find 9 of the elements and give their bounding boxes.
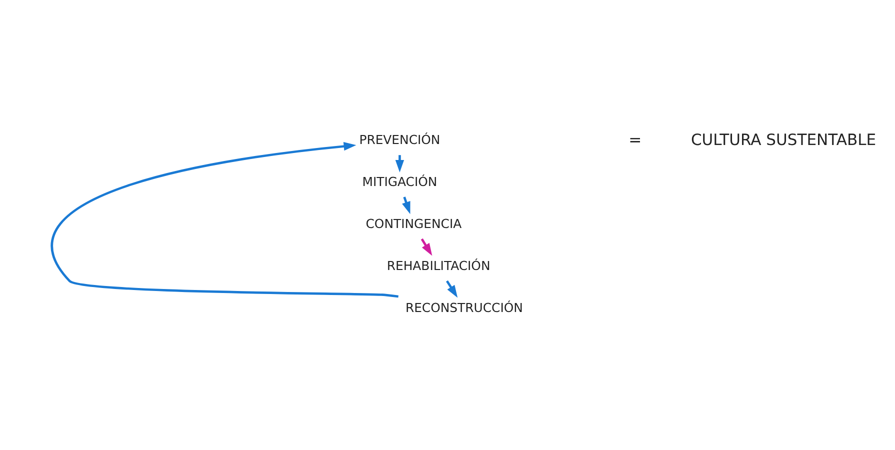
- label: =: [628, 130, 642, 149]
- node-text: CONTINGENCIA: [366, 216, 462, 231]
- node-text: REHABILITACIÓN: [386, 258, 490, 273]
- node-text: RECONSTRUCCIÓN: [405, 300, 523, 315]
- node-text: PREVENCIÓN: [359, 132, 440, 148]
- arrow: [395, 155, 404, 172]
- arrow: [52, 142, 398, 298]
- node-text: MITIGACIÓN: [362, 174, 438, 189]
- label: CULTURA SUSTENTABLE: [690, 130, 876, 149]
